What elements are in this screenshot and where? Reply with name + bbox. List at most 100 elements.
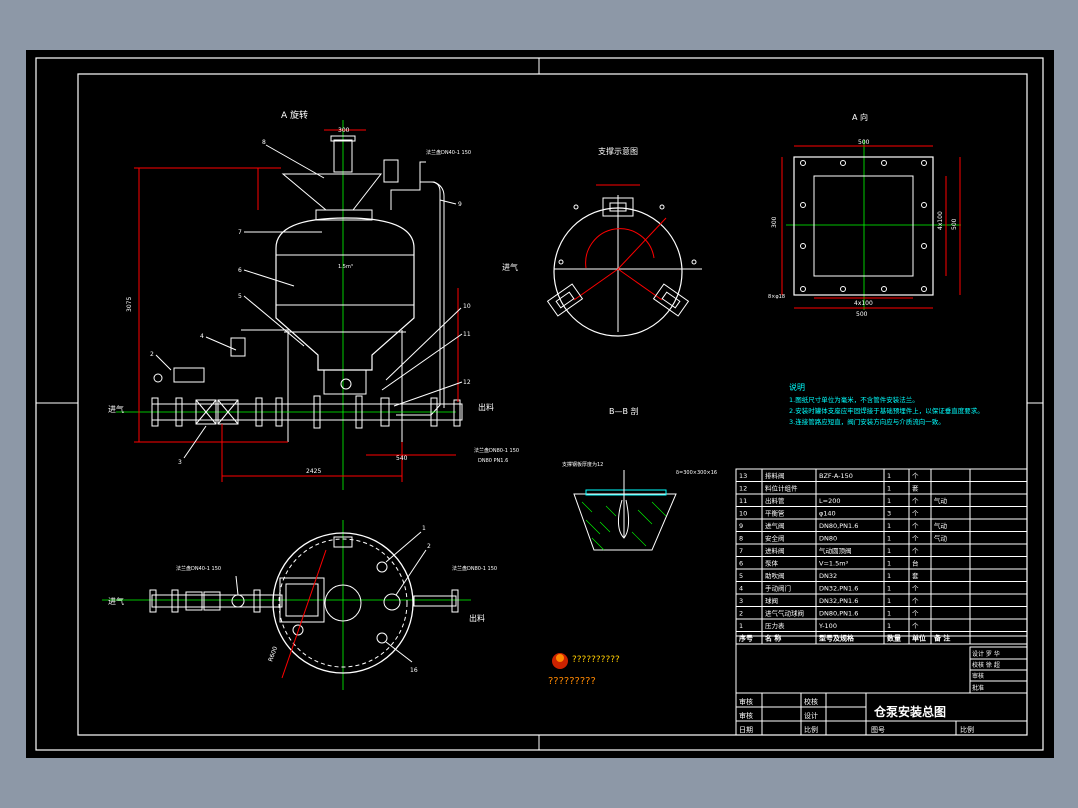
notes-heading: 说明 (789, 382, 805, 392)
parts-table-cell: 1 (887, 597, 891, 605)
cad-viewport[interactable]: A 旋转 1.5m³ (26, 50, 1054, 758)
tb-label-4: 设计 (804, 711, 818, 720)
elevation-dims (134, 129, 459, 482)
parts-table-cell: DN32,PN1.6 (819, 597, 858, 605)
parts-table-cell: 个 (912, 547, 919, 555)
top-inlet-flange (330, 135, 356, 142)
section-note: 支撑钢板厚度为12 (562, 461, 603, 468)
plan-shell-inner (278, 538, 408, 668)
section-anchor-hook (618, 499, 630, 539)
inner-border (77, 73, 1028, 736)
parts-table-cell: 1 (887, 472, 891, 480)
a-dim-top: 500 (858, 139, 870, 146)
a-dim-bottom: 500 (856, 311, 868, 318)
parts-table-cell: 4 (739, 585, 743, 593)
plan-shell-outer (272, 532, 414, 674)
parts-table-cell: 个 (912, 597, 919, 605)
note-line-3: 3.连接管路应短直，阀门安装方向应与介质流向一致。 (789, 417, 945, 426)
pressure-gauge-box (173, 367, 205, 383)
parts-table-cell: 1 (887, 622, 891, 630)
dim-base-length: 2425 (306, 468, 321, 475)
a-view-dims (781, 145, 961, 309)
parts-table-cell: 1 (887, 497, 891, 505)
watermark-line-2: ????????? (548, 676, 596, 687)
support-title: 支撑示意图 (598, 146, 638, 156)
note-line-1: 1.图纸尺寸单位为毫米，不含管件安装法兰。 (789, 395, 919, 404)
elevation-callouts: 8 7 6 5 4 2 3 10 11 12 9 (150, 139, 471, 466)
support-leg-line-1 (573, 268, 619, 301)
note-flange-top: 法兰盘DN40-1 150 (426, 149, 471, 156)
parts-table-cell: DN80,PN1.6 (819, 522, 858, 530)
plan-label-outlet: 出料 (469, 613, 485, 623)
support-hole-4 (691, 259, 697, 265)
parts-table-cell: 气动 (934, 496, 948, 505)
plan-callout-2: 2 (427, 543, 431, 550)
section-bb: B—B 剖 支撑钢板厚度为12 δ=300×300×16 (562, 406, 717, 551)
support-arc (585, 228, 655, 269)
a-bolt-note: 8×φ18 (768, 294, 785, 300)
parts-table-cell: 个 (912, 585, 919, 593)
assist-pipe (241, 329, 289, 340)
parts-table-cell: 个 (912, 610, 919, 618)
parts-table-header: 单位 (912, 634, 926, 643)
note-flange-bottom-2: DN80 PN1.6 (478, 458, 508, 464)
parts-table-cell: 1 (887, 522, 891, 530)
section-foundation (573, 493, 677, 551)
sign-row-2: 校核 徐 超 (972, 661, 1000, 669)
parts-table-cell: 手动阀门 (765, 584, 791, 593)
parts-table-cell: Y-100 (818, 622, 837, 630)
parts-table-cell: 13 (739, 472, 747, 480)
parts-table-cell: 气动圆顶阀 (819, 546, 852, 555)
support-hole-3 (558, 259, 564, 265)
parts-table-cell: 3 (739, 597, 743, 605)
a-view-title: A 向 (852, 112, 868, 122)
discharge-valve-disc (340, 378, 352, 390)
parts-table-cell: 8 (739, 535, 743, 543)
callout-7: 7 (238, 229, 242, 236)
parts-table-cell: DN80,PN1.6 (819, 610, 858, 618)
plan-top-lug (333, 536, 353, 548)
parts-table-cell: 10 (739, 510, 747, 518)
plan-center-ring (324, 584, 362, 622)
plan-leaders (235, 531, 427, 663)
callout-10: 10 (463, 303, 471, 310)
support-leg-line-2 (617, 268, 663, 301)
parts-table-cell: L=200 (819, 497, 840, 505)
parts-table-cell: 11 (739, 497, 747, 505)
a-view-opening (813, 175, 914, 277)
tb-label-7: 图号 (871, 726, 885, 734)
support-lug-top-inner (609, 202, 627, 212)
support-radius (617, 217, 667, 270)
parts-table-cell: 气动 (934, 534, 948, 543)
title-block: 设计 罗 华 校核 徐 超 审核 批准 审核 校核 审核 设计 日期 比例 图号… (735, 635, 1028, 736)
logo-watermark: ?????????? ????????? (548, 653, 620, 687)
parts-table-cell: 排料阀 (765, 471, 785, 480)
callout-12: 12 (463, 379, 471, 386)
parts-table-cell: 1 (887, 560, 891, 568)
parts-table-cell: 1 (887, 585, 891, 593)
parts-table-header: 数量 (887, 634, 901, 643)
top-inlet-pipe (333, 139, 353, 173)
plan-radius-note: R600 (267, 645, 279, 662)
dim-overall-height: 3075 (126, 297, 133, 312)
tb-label-8: 比例 (960, 725, 974, 734)
plan-radius-line (281, 549, 327, 679)
parts-table-cell: φ140 (819, 510, 836, 518)
parts-table-cell: 个 (912, 535, 919, 543)
parts-table-cell: 2 (739, 610, 743, 618)
parts-table-cell: DN32 (819, 572, 837, 580)
parts-table-cell: 3 (887, 510, 891, 518)
tb-label-5: 日期 (739, 726, 753, 734)
plan-nozzle-2 (383, 593, 401, 611)
parts-table-cell: 1 (739, 622, 743, 630)
plan-square-hopper (279, 577, 325, 623)
parts-table-cell: 1 (887, 485, 891, 493)
parts-table-cell: DN32,PN1.6 (819, 585, 858, 593)
a-dim-right: 500 (951, 218, 958, 230)
parts-table-cell: 平衡管 (765, 509, 785, 518)
parts-table-cell: 安全阀 (765, 534, 785, 543)
support-hole-2 (659, 204, 665, 210)
callout-5: 5 (238, 293, 242, 300)
plan-label-inlet: 进气 (108, 596, 124, 606)
